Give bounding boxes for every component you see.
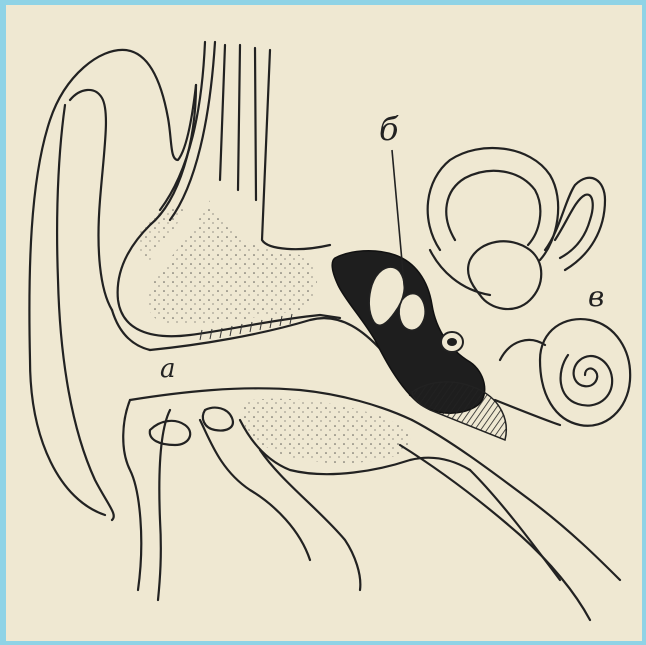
label-middle-ear: б	[379, 110, 399, 148]
tragus-curve	[112, 310, 150, 350]
lower-bone-outline	[123, 400, 141, 590]
eustachian-tube-upper	[412, 420, 620, 580]
eustachian-tube-lower	[400, 445, 590, 620]
vestibule	[468, 241, 541, 309]
cochlea-spiral	[561, 355, 613, 406]
semicircular-canal-posterior	[545, 178, 605, 270]
auricle-inner-fold	[57, 105, 114, 520]
ossicle-incus	[399, 294, 425, 331]
label-outer-ear: а	[160, 354, 176, 384]
label-inner-ear: в	[588, 280, 604, 313]
helix-inner	[70, 90, 112, 310]
temporal-bone-upper	[220, 45, 330, 249]
